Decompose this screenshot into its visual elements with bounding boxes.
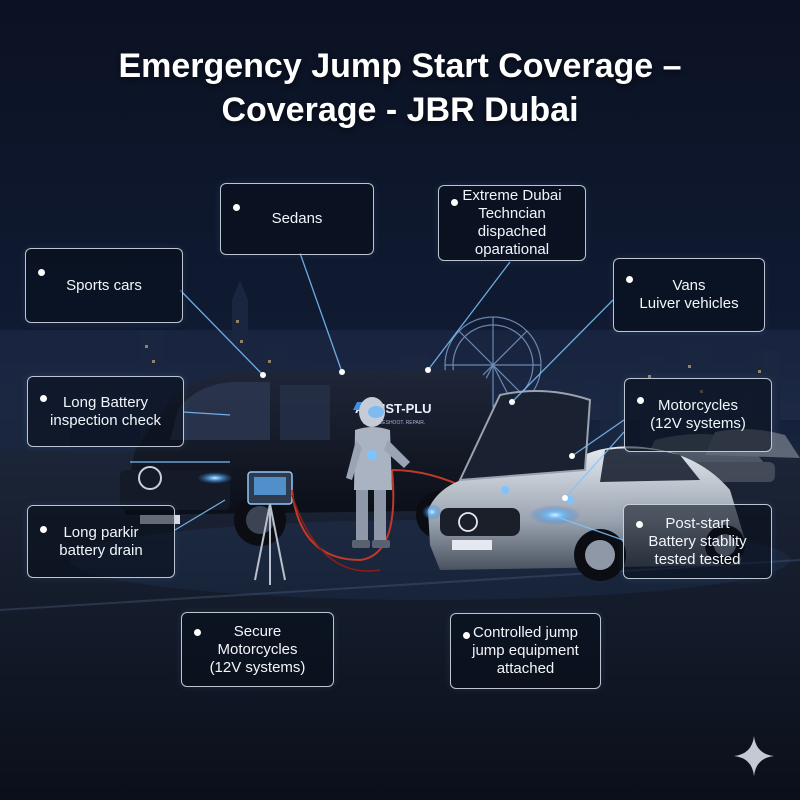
callout-extreme-dubai: Extreme Dubai Techncian dispached oparat… [438,185,586,261]
bullet-dot [637,397,644,404]
callout-extreme-line-1: Extreme Dubai [462,187,562,204]
callout-extreme-line-3: oparational [474,241,550,258]
callout-battery-line-2: inspection check [50,411,161,429]
callout-extreme-line-2: Techncian dispached [477,205,547,240]
callout-secure-line-1: Secure [233,622,282,640]
callout-secure-line-3: (12V systems) [209,658,306,676]
callout-sports-cars: Sports cars [25,248,183,323]
bullet-dot [451,199,458,206]
callout-poststart-line-2: Battery stablity [648,532,747,550]
bullet-dot [463,632,470,639]
callout-parking-line-2: battery drain [59,541,143,559]
callout-controlled-jump: Controlled jump jump equipment attached [450,613,601,689]
callout-poststart-line-3: tested tested [654,550,741,568]
callout-secure-motorcycles: Secure Motorcycles (12V systems) [181,612,334,687]
callout-vans-line-2: Luiver vehicles [639,295,739,312]
callout-battery-inspection: Long Battery inspection check [27,376,184,447]
callout-motorcycles-top: Motorcycles (12V systems) [624,378,772,452]
callout-controlled-line-2: jump equipment [472,642,579,659]
callout-sedans: Sedans [220,183,374,255]
callout-vans-line-1: Vans [672,277,706,294]
callout-sports-line-1: Sports cars [66,276,142,294]
page-title-line-2: Coverage - JBR Dubai [221,91,579,129]
callout-moto-top-line-1: Motorcycles [657,397,739,414]
van-tagline-text: TROUBLESHOOT. REPAIR. [362,420,425,426]
callout-sedans-line-1: Sedans [271,210,323,227]
bullet-dot [38,269,45,276]
bullet-dot [40,395,47,402]
callout-post-start: Post-start Battery stablity tested teste… [623,504,772,579]
callout-secure-line-2: Motorcycles [217,640,298,658]
callout-vans: Vans Luiver vehicles [613,258,765,332]
bullet-dot [626,276,633,283]
bullet-dot [194,629,201,636]
bullet-dot [233,204,240,211]
callout-controlled-line-1: Controlled jump [472,624,579,641]
bullet-dot [636,521,643,528]
callout-moto-top-line-2: (12V systems) [650,415,746,432]
page-title: Emergency Jump Start Coverage – Coverage… [0,44,800,132]
callout-battery-line-1: Long Battery [62,393,149,411]
page-title-line-1: Emergency Jump Start Coverage – [118,47,682,85]
sparkle-icon [734,736,774,776]
bullet-dot [40,526,47,533]
callout-long-parking: Long parkir battery drain [27,505,175,578]
callout-parking-line-1: Long parkir [63,523,139,541]
callout-poststart-line-1: Post-start [665,514,730,532]
callout-controlled-line-3: attached [496,660,555,677]
